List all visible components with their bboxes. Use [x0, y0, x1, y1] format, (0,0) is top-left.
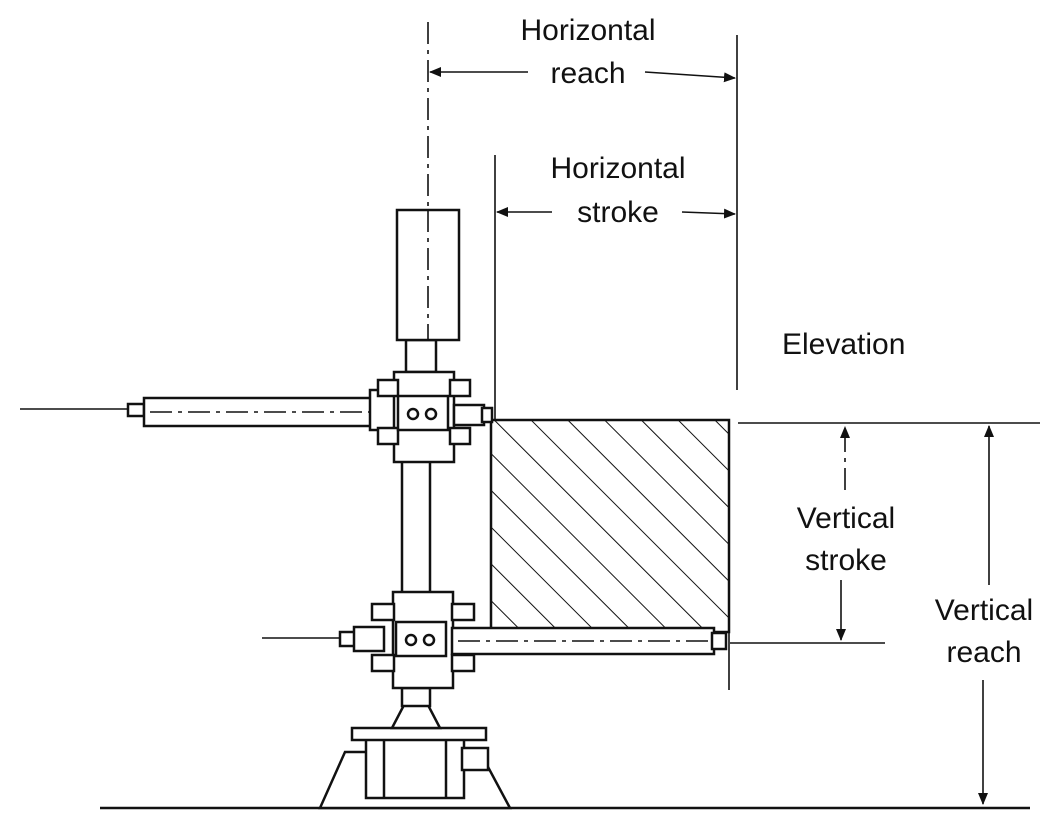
- lower-carriage-plate: [394, 620, 448, 658]
- robot-base-side-box: [460, 746, 490, 772]
- horizontal-reach-label-line2: reach: [550, 57, 625, 90]
- upper-carriage-plate: [396, 394, 450, 432]
- horizontal-stroke-arrow-right: [681, 208, 736, 219]
- elevation-label: Elevation: [782, 328, 905, 361]
- horizontal-stroke-label-line1: Horizontal: [550, 152, 685, 185]
- vertical-reach-label-line1: Vertical: [935, 594, 1033, 627]
- horizontal-reach-label-line1: Horizontal: [520, 14, 655, 47]
- vertical-stroke-label-line1: Vertical: [797, 502, 895, 535]
- horizontal-stroke-label-line2: stroke: [577, 196, 659, 229]
- robot-base-box: [364, 736, 466, 800]
- work-envelope-hatched-area: [489, 418, 731, 634]
- robot-base-mount: [389, 703, 443, 730]
- robot-column-upper: [404, 338, 438, 374]
- cartesian-robot: [20, 208, 728, 810]
- horizontal-reach-arrow-right: [644, 71, 736, 83]
- vertical-stroke-label-line2: stroke: [805, 544, 887, 577]
- robot-column: [400, 453, 432, 597]
- lower-arm: [450, 626, 716, 656]
- upper-arm: [142, 396, 381, 428]
- vertical-reach-label-line2: reach: [946, 636, 1021, 669]
- robot-base-table: [350, 726, 488, 742]
